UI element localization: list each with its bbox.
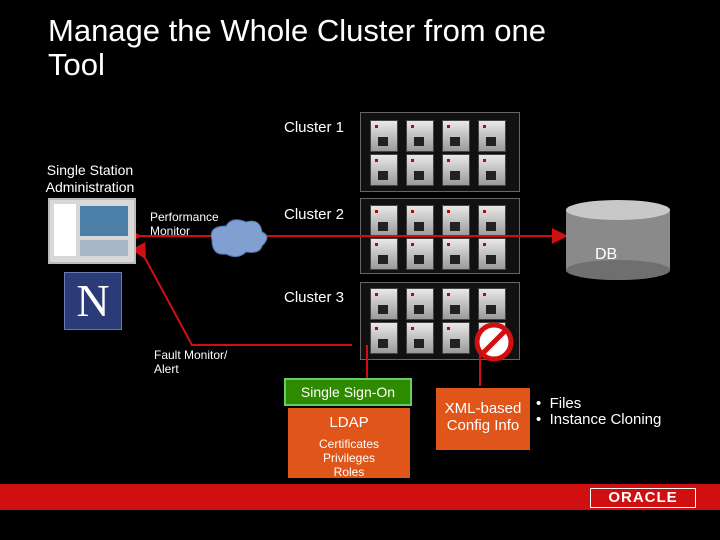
oracle-logo: ORACLE [590, 488, 696, 508]
server-icon [442, 154, 470, 186]
bullet-item: • Instance Cloning [536, 411, 662, 428]
no-entry-icon [474, 322, 514, 362]
ldap-box: LDAP Certificates Privileges Roles [288, 408, 410, 479]
bullet-list: • Files • Instance Cloning [536, 396, 661, 428]
server-icon [406, 322, 434, 354]
server-icon [406, 120, 434, 152]
server-icon [442, 120, 470, 152]
ldap-title: LDAP [329, 414, 369, 431]
server-icon [406, 154, 434, 186]
server-icon [442, 288, 470, 320]
single-station-label: Single Station Administration [45, 162, 135, 195]
server-icon [370, 288, 398, 320]
network-cloud [210, 219, 268, 258]
server-icon [442, 322, 470, 354]
cluster-3-label: Cluster 3 [284, 289, 345, 306]
single-sign-on-box: Single Sign-On [284, 378, 412, 406]
server-icon [478, 154, 506, 186]
server-icon [478, 288, 506, 320]
server-icon [370, 120, 398, 152]
bullet-item: • Files [536, 395, 582, 412]
fault-monitor-label: Fault Monitor/ Alert [154, 348, 228, 376]
performance-monitor-label: Performance Monitor [150, 210, 219, 238]
netscape-logo-icon: N [64, 272, 122, 330]
server-icon [478, 120, 506, 152]
xml-config-box: XML-based Config Info [436, 388, 530, 450]
cluster-1-label: Cluster 1 [284, 119, 345, 136]
slide-title: Manage the Whole Cluster from one Tool [48, 13, 546, 82]
admin-screenshot [48, 198, 136, 264]
server-icon [370, 322, 398, 354]
server-icon [370, 154, 398, 186]
ldap-items: Certificates Privileges Roles [318, 437, 380, 479]
server-icon [406, 288, 434, 320]
db-label: DB [595, 246, 618, 263]
fault-alert-line [131, 241, 352, 346]
cluster-2-label: Cluster 2 [284, 206, 345, 223]
db-cylinder [566, 200, 670, 280]
